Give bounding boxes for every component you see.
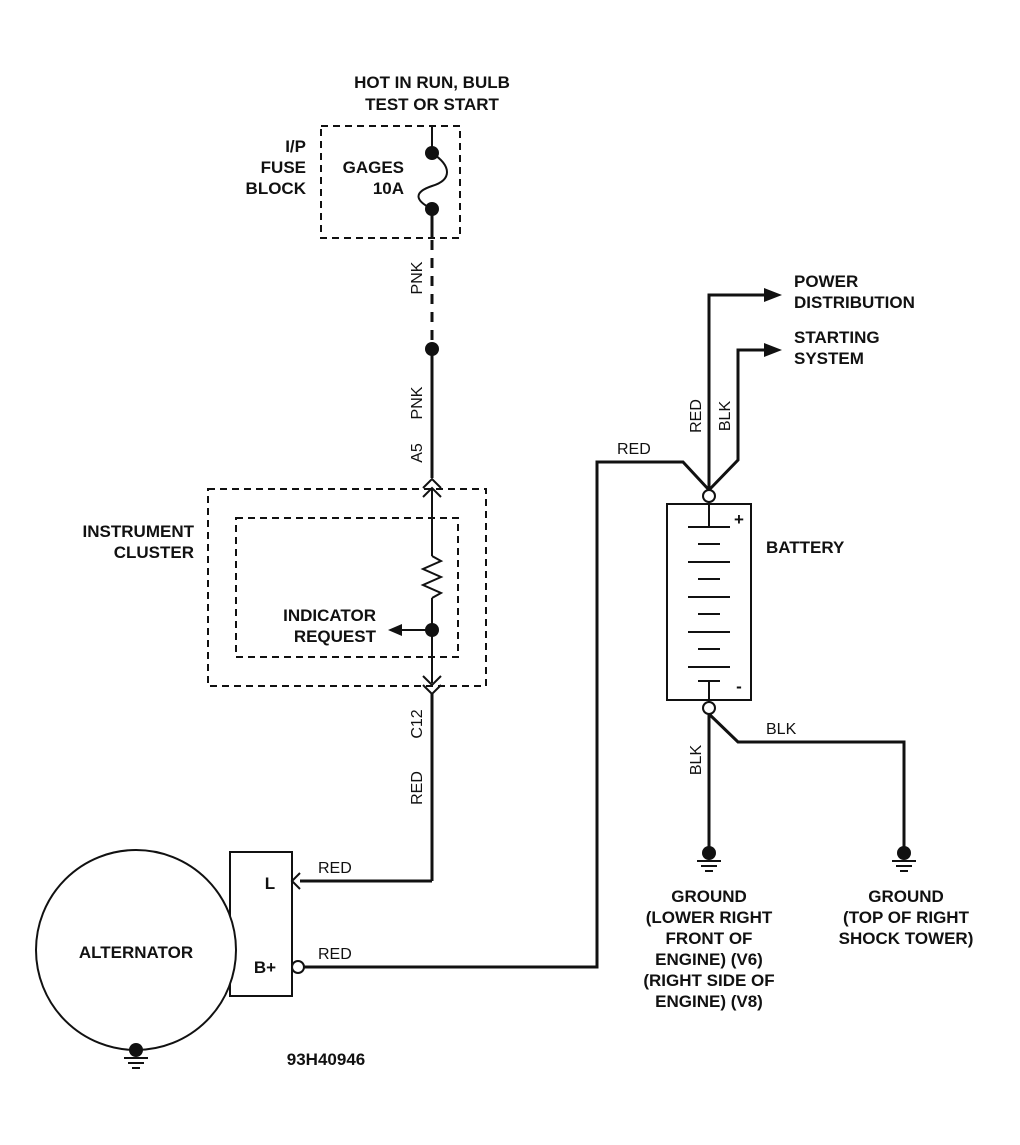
fuse-block: HOT IN RUN, BULB TEST OR START I/P FUSE …	[246, 73, 510, 239]
fuse-block-label-line-1: I/P	[285, 137, 306, 156]
pnk-lower-label: PNK	[409, 386, 426, 419]
resistor-icon	[420, 555, 444, 599]
shock-tower-ground-line-2: (TOP OF RIGHT	[843, 908, 970, 927]
fuse-name-line-2: 10A	[373, 179, 404, 198]
battery-cells-icon	[688, 526, 730, 682]
indicator-request-line-2: REQUEST	[294, 627, 377, 646]
a5-connector-icon	[422, 477, 442, 489]
battery-top-circuits: RED BLK POWER DISTRIBUTION STARTING SYST…	[688, 272, 915, 492]
alternator-terminal-l-label: L	[265, 874, 275, 893]
red-b-plus-wire	[304, 460, 711, 969]
alternator-label: ALTERNATOR	[79, 943, 193, 962]
instrument-cluster: INSTRUMENT CLUSTER INDICATOR REQUEST	[83, 477, 487, 696]
alternator: ALTERNATOR L B+	[35, 849, 305, 1069]
fuse-block-label-line-3: BLOCK	[246, 179, 307, 198]
engine-ground-node	[702, 846, 716, 860]
engine-ground-line-3: FRONT OF	[666, 929, 753, 948]
engine-ground-line-5: (RIGHT SIDE OF	[643, 971, 774, 990]
battery-negative-terminal	[702, 701, 716, 715]
shock-tower-ground-node	[897, 846, 911, 860]
a5-connector-label: A5	[409, 443, 426, 463]
engine-ground-line-2: (LOWER RIGHT	[646, 908, 773, 927]
power-distribution-arrow-icon	[764, 288, 782, 302]
starting-system-line-2: SYSTEM	[794, 349, 864, 368]
fuse-name-line-1: GAGES	[343, 158, 404, 177]
engine-ground-line-1: GROUND	[671, 887, 747, 906]
red-battery-label: RED	[617, 441, 651, 458]
alternator-terminal-b-plus-label: B+	[254, 958, 276, 977]
terminal-l-connector-icon	[290, 872, 301, 890]
instrument-cluster-inner-outline	[235, 517, 459, 658]
red-l-terminal-label: RED	[318, 860, 352, 877]
red-battery-top-label: RED	[688, 399, 705, 433]
power-distribution-wire	[707, 293, 770, 490]
alternator-ground-node	[129, 1043, 143, 1057]
c12-connector-label: C12	[409, 709, 426, 738]
red-b-plus-circuit: RED RED	[304, 441, 711, 969]
battery-case	[666, 503, 752, 701]
terminal-b-plus-connector-icon	[291, 960, 305, 974]
c12-connector-icon	[422, 675, 442, 687]
instrument-cluster-label-line-2: CLUSTER	[114, 543, 194, 562]
power-distribution-line-2: DISTRIBUTION	[794, 293, 915, 312]
starting-system-wire	[707, 348, 770, 492]
ground-circuits: BLK BLK GROUND (LOWER RIGHT FRONT OF ENG…	[643, 712, 974, 1011]
power-note-line-1: HOT IN RUN, BULB	[354, 73, 510, 92]
alternator-terminal-block	[229, 851, 293, 997]
blk-ground-lower-label: BLK	[688, 745, 705, 776]
shock-tower-ground-line-3: SHOCK TOWER)	[839, 929, 974, 948]
power-distribution-line-1: POWER	[794, 272, 858, 291]
battery: + - BATTERY	[666, 489, 845, 715]
indicator-request-arrow-icon	[388, 624, 402, 636]
pnk-circuit: PNK PNK A5	[409, 209, 439, 478]
instrument-cluster-outline	[207, 488, 487, 687]
blk-ground-right-label: BLK	[766, 721, 797, 738]
fuse-block-outline	[320, 125, 461, 239]
red-l-circuit: C12 RED RED	[300, 694, 434, 883]
battery-label: BATTERY	[766, 538, 845, 557]
power-note-line-2: TEST OR START	[365, 95, 499, 114]
indicator-request-line-1: INDICATOR	[283, 606, 376, 625]
instrument-cluster-label-line-1: INSTRUMENT	[83, 522, 195, 541]
battery-minus-sign: -	[736, 677, 742, 696]
shock-tower-ground-line-1: GROUND	[868, 887, 944, 906]
pnk-upper-label: PNK	[409, 261, 426, 294]
starting-system-arrow-icon	[764, 343, 782, 357]
red-l-vertical-label: RED	[409, 771, 426, 805]
red-b-plus-label: RED	[318, 946, 352, 963]
figure-code: 93H40946	[287, 1050, 365, 1069]
battery-plus-sign: +	[734, 510, 744, 529]
blk-shock-tower-ground-wire	[707, 712, 906, 853]
engine-ground-line-6: ENGINE) (V8)	[655, 992, 763, 1011]
engine-ground-line-4: ENGINE) (V6)	[655, 950, 763, 969]
starting-system-line-1: STARTING	[794, 328, 880, 347]
blk-battery-top-label: BLK	[717, 401, 734, 432]
fuse-element-icon	[417, 152, 448, 210]
battery-positive-terminal	[702, 489, 716, 503]
fuse-block-label-line-2: FUSE	[261, 158, 306, 177]
